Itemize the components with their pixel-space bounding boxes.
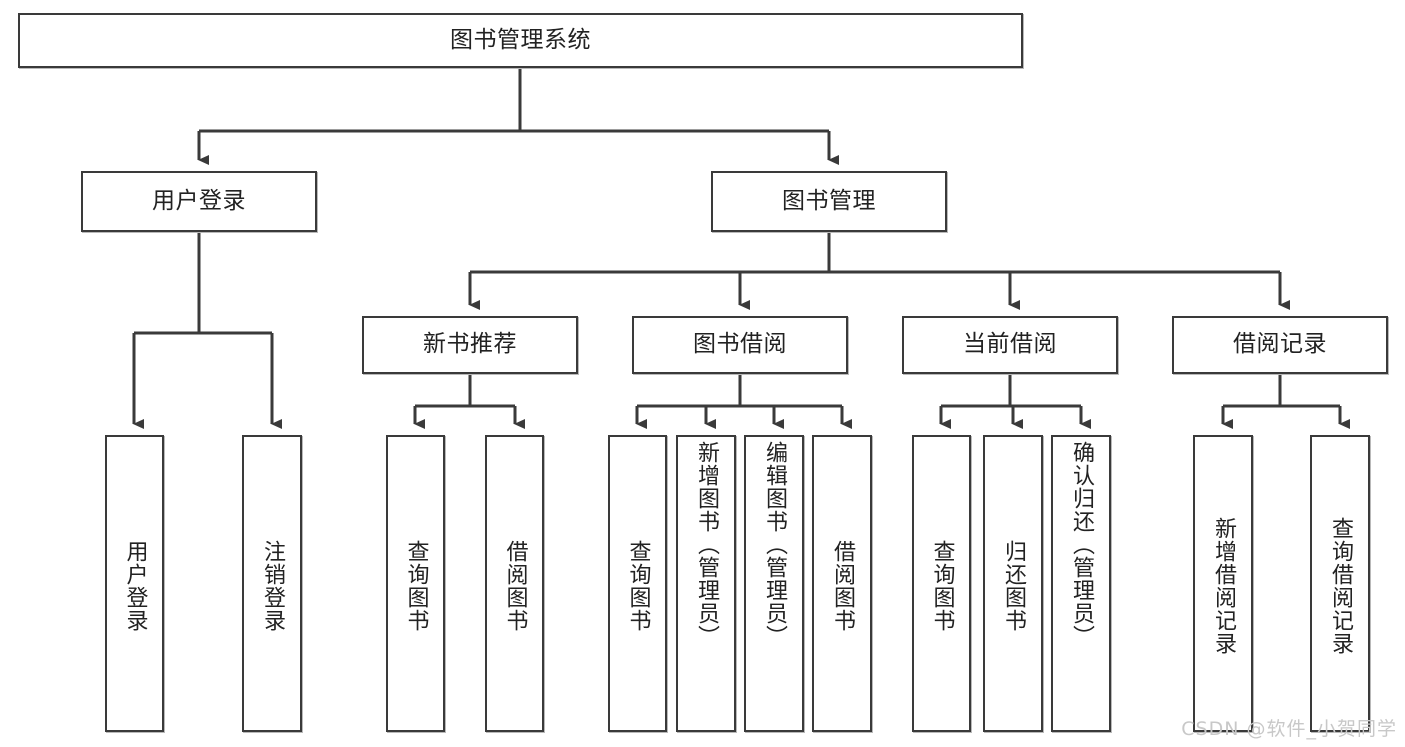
leaf-return-book-label: 归还图书	[1000, 539, 1026, 632]
leaf-add-book-admin-label: 新增图书（管理员）	[693, 441, 719, 648]
node-book-borrow[interactable]: 图书借阅	[632, 316, 848, 374]
node-new-book-recommend-label: 新书推荐	[423, 331, 517, 358]
leaf-user-login[interactable]: 用户登录	[105, 435, 164, 732]
node-book-borrow-label: 图书借阅	[693, 331, 787, 358]
node-user-login[interactable]: 用户登录	[81, 171, 317, 232]
leaf-confirm-return-admin[interactable]: 确认归还（管理员）	[1051, 435, 1111, 732]
leaf-edit-book-admin[interactable]: 编辑图书（管理员）	[744, 435, 804, 732]
leaf-current-query-book[interactable]: 查询图书	[912, 435, 971, 732]
edges-newbook-to-leaves	[413, 374, 525, 429]
leaf-borrow-query-book-label: 查询图书	[625, 539, 651, 632]
leaf-recommend-query-book-label: 查询图书	[403, 539, 429, 632]
node-new-book-recommend[interactable]: 新书推荐	[362, 316, 578, 374]
node-root[interactable]: 图书管理系统	[18, 13, 1023, 68]
node-root-label: 图书管理系统	[450, 26, 591, 53]
node-user-login-label: 用户登录	[152, 187, 246, 214]
leaf-recommend-borrow-book-label: 借阅图书	[502, 539, 528, 632]
edges-borrow-to-leaves	[635, 374, 852, 429]
leaf-borrow-book-label: 借阅图书	[829, 539, 855, 632]
node-current-borrow-label: 当前借阅	[963, 331, 1057, 358]
node-borrow-record[interactable]: 借阅记录	[1172, 316, 1388, 374]
leaf-query-borrow-record[interactable]: 查询借阅记录	[1310, 435, 1370, 732]
leaf-user-login-label: 用户登录	[122, 539, 148, 632]
node-book-management-label: 图书管理	[782, 187, 876, 214]
leaf-edit-book-admin-label: 编辑图书（管理员）	[761, 441, 787, 648]
leaf-return-book[interactable]: 归还图书	[983, 435, 1043, 732]
edges-root-to-level2	[197, 68, 839, 165]
leaf-recommend-borrow-book[interactable]: 借阅图书	[485, 435, 544, 732]
leaf-add-book-admin[interactable]: 新增图书（管理员）	[676, 435, 736, 732]
leaf-borrow-book[interactable]: 借阅图书	[812, 435, 872, 732]
edges-current-to-leaves	[939, 374, 1091, 429]
node-borrow-record-label: 借阅记录	[1233, 331, 1327, 358]
node-book-management[interactable]: 图书管理	[711, 171, 947, 232]
edges-bookmgmt-to-level3	[468, 232, 1290, 310]
leaf-user-logout[interactable]: 注销登录	[242, 435, 302, 732]
node-current-borrow[interactable]: 当前借阅	[902, 316, 1118, 374]
edges-userlogin-to-leaves	[132, 232, 282, 429]
leaf-user-logout-label: 注销登录	[259, 539, 285, 632]
leaf-confirm-return-admin-label: 确认归还（管理员）	[1068, 441, 1094, 648]
leaf-borrow-query-book[interactable]: 查询图书	[608, 435, 667, 732]
edges-record-to-leaves	[1221, 374, 1350, 429]
leaf-recommend-query-book[interactable]: 查询图书	[386, 435, 445, 732]
leaf-add-borrow-record-label: 新增借阅记录	[1210, 516, 1236, 655]
leaf-current-query-book-label: 查询图书	[929, 539, 955, 632]
leaf-add-borrow-record[interactable]: 新增借阅记录	[1193, 435, 1253, 732]
leaf-query-borrow-record-label: 查询借阅记录	[1327, 516, 1353, 655]
